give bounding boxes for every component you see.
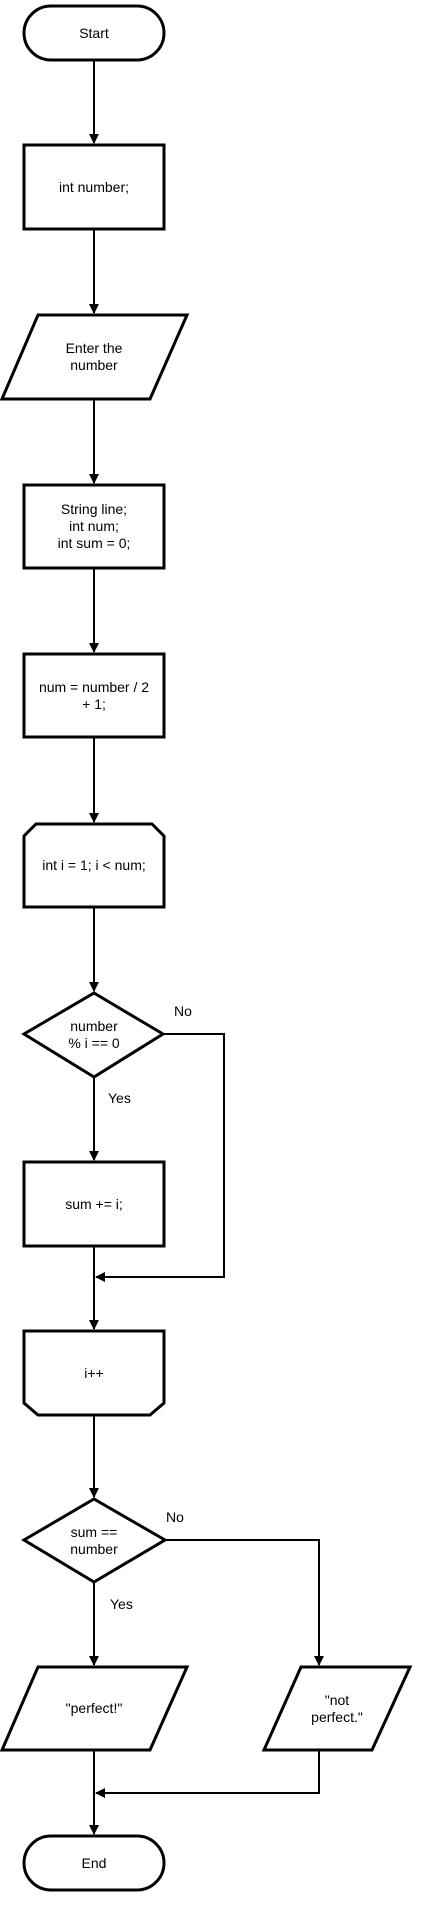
start-terminator: [22, 4, 166, 62]
branch-yes-label-2: Yes: [110, 1596, 133, 1612]
input-number-parallelogram: [0, 313, 190, 401]
output-perfect-parallelogram: [0, 1665, 190, 1752]
divisor-condition-label: number % i == 0: [68, 1018, 120, 1051]
declare-number-process: [22, 143, 166, 231]
output-perfect-label: "perfect!": [65, 1700, 123, 1716]
declare-vars-process: [22, 483, 166, 570]
connector-condition-no-bypass: [95, 1033, 225, 1282]
loop-end-label: i++: [84, 1364, 104, 1381]
branch-no-label-1: No: [174, 1003, 192, 1019]
loop-start-label: int i = 1; i < num;: [42, 857, 146, 873]
declare-vars-label: String line; int num; int sum = 0;: [57, 501, 131, 551]
compute-num-process: [22, 652, 166, 739]
output-not-perfect-parallelogram: [261, 1665, 413, 1752]
compute-num-label: num = number / 2 + 1;: [38, 678, 150, 712]
branch-yes-label-1: Yes: [108, 1090, 131, 1106]
input-number-label: Enter the number: [65, 340, 123, 373]
perfect-condition-label: sum == number: [70, 1523, 118, 1557]
end-label: End: [81, 1854, 107, 1871]
divisor-decision-diamond: [21, 991, 166, 1079]
loop-end-hexagon: [22, 1329, 166, 1417]
connector-not-perfect-to-end: [95, 1750, 320, 1798]
declare-number-label: int number;: [58, 178, 130, 195]
start-label: Start: [79, 24, 109, 41]
end-terminator: [22, 1834, 166, 1892]
perfect-decision-diamond: [21, 1497, 168, 1584]
loop-start-hexagon: [22, 822, 166, 909]
add-sum-process: [22, 1160, 166, 1248]
branch-no-label-2: No: [166, 1509, 184, 1525]
connector-check-no-to-not-perfect: [165, 1539, 324, 1666]
add-sum-label: sum += i;: [65, 1195, 123, 1212]
output-not-perfect-label: "not perfect.": [311, 1691, 363, 1725]
